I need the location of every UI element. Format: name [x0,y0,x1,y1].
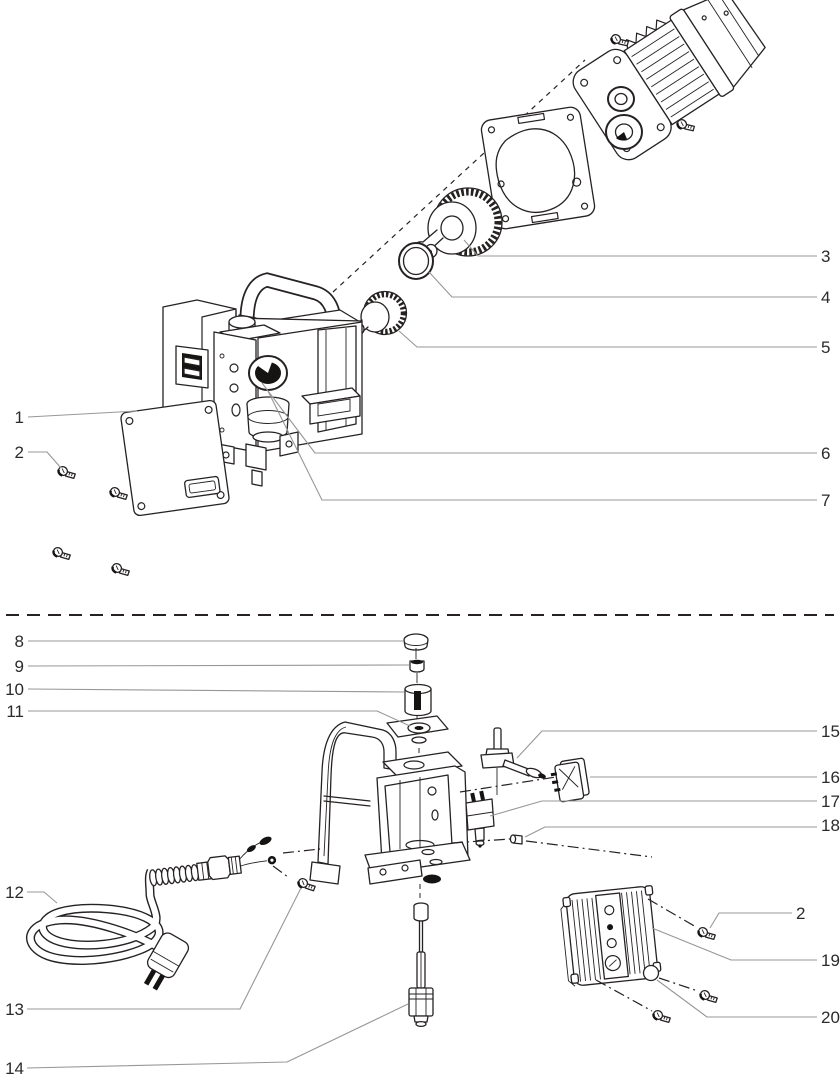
leader-line-4 [428,271,817,298]
leader-line-10 [27,688,405,693]
leader-line-1 [27,410,138,418]
callout-18: 18 [821,816,840,835]
callout-12: 12 [5,883,24,902]
callout-20: 20 [821,1008,840,1027]
callout-7: 7 [821,491,830,510]
leader-line-15 [516,730,817,759]
callout-2: 2 [15,443,24,462]
button-plug-part-20 [642,964,660,982]
control-board-part-19 [560,885,662,987]
screw-board-3 [650,1006,673,1028]
callout-10: 10 [5,680,24,699]
valve-part-15 [480,727,546,795]
plug-part-18 [509,834,523,845]
switch-part-16 [550,757,590,803]
alignment-axis-dashed-line [332,59,586,293]
leader-line-17 [489,800,817,817]
callout-6: 6 [821,444,830,463]
dashdot-board-screw-3 [595,979,653,1012]
leader-line-3 [463,239,817,257]
callout-2b: 2 [796,904,805,923]
leader-line-2b [709,912,792,929]
callout-5: 5 [821,338,830,357]
callout-8: 8 [15,632,24,651]
callout-1: 1 [15,408,24,427]
callout-13: 13 [5,1000,24,1019]
nut-part-9 [409,659,425,673]
callout-15: 15 [821,722,840,741]
callout-4: 4 [821,288,830,307]
callout-16: 16 [821,768,840,787]
leader-line-19 [651,927,817,961]
transducer-part-17 [465,790,495,848]
thrust-washer [398,242,434,280]
power-cord [26,836,277,991]
screw-cover-2 [107,483,130,505]
dashdot-frame-switch [459,776,557,793]
dashdot-board-screw-2 [658,977,699,992]
cover-plate [120,399,230,517]
callout-17: 17 [821,792,840,811]
dashdot-plug-line [451,838,653,858]
screw-board-2 [697,986,720,1008]
pivot-plate-part-11 [386,715,449,744]
callout-19: 19 [821,951,840,970]
dashdot-board-screw-1 [647,898,697,928]
frame-assembly [309,721,471,885]
cap-part-8 [403,633,429,651]
pressure-transducer-part-14 [408,902,434,1028]
leader-line-13 [27,887,302,1010]
leader-line-7 [267,390,817,501]
gasket [480,106,596,230]
leader-line-11 [28,710,411,727]
leader-line-14 [26,1003,409,1069]
callout-14: 14 [5,1059,24,1078]
callout-9: 9 [15,657,24,676]
bushing-part-10 [404,683,432,717]
dashdot-cord-frame [282,848,321,854]
dashdot-short [272,865,289,878]
screw-cover-4 [109,559,132,581]
screw-cover-3 [50,543,73,565]
screw-motor-upper [608,30,631,52]
leader-line-12 [27,891,58,904]
leader-line-9 [27,664,410,667]
callout-3: 3 [821,247,830,266]
leader-line-20 [656,979,817,1018]
gasket-oval [423,874,441,884]
leader-line-18 [524,826,817,838]
leader-line-2 [28,451,62,469]
leader-line-5 [398,330,817,348]
callout-11: 11 [6,702,24,721]
screw-board-1 [695,923,718,945]
motor-assembly [572,0,766,161]
leader-line-6 [261,382,817,454]
